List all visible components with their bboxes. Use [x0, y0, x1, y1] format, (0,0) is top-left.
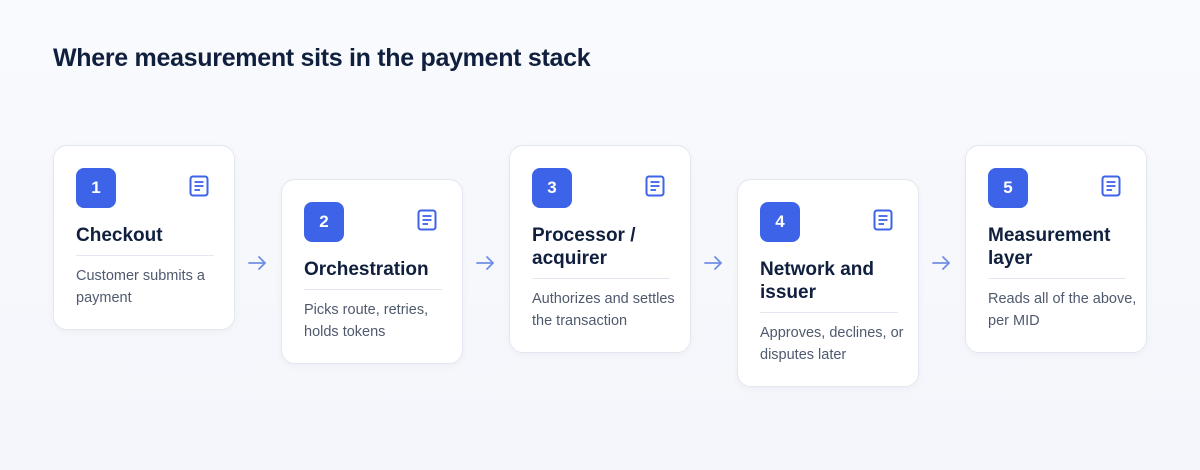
step-title: Measurement layer — [988, 224, 1126, 279]
step-card-network: 4 Network and issuer Approves, declines,… — [737, 179, 919, 387]
step-description: Approves, declines, or disputes later — [760, 325, 904, 363]
step-title: Checkout — [76, 224, 214, 256]
document-icon — [645, 175, 665, 197]
step-card-orchestration: 2 Orchestration Picks route, retries, ho… — [281, 179, 463, 364]
arrow-right-icon — [476, 256, 494, 270]
step-card-processor: 3 Processor / acquirer Authorizes and se… — [509, 145, 691, 353]
step-description: Customer submits a payment — [76, 268, 205, 306]
step-number-badge: 3 — [532, 168, 572, 208]
arrow-right-icon — [704, 256, 722, 270]
document-icon — [873, 209, 893, 231]
step-number-badge: 4 — [760, 202, 800, 242]
step-title: Orchestration — [304, 258, 442, 290]
document-icon — [189, 175, 209, 197]
step-number-badge: 2 — [304, 202, 344, 242]
document-icon — [1101, 175, 1121, 197]
step-number-badge: 1 — [76, 168, 116, 208]
page-title: Where measurement sits in the payment st… — [53, 44, 591, 72]
step-card-measurement: 5 Measurement layer Reads all of the abo… — [965, 145, 1147, 353]
step-card-checkout: 1 Checkout Customer submits a payment — [53, 145, 235, 330]
step-number-badge: 5 — [988, 168, 1028, 208]
arrow-right-icon — [932, 256, 950, 270]
step-title: Processor / acquirer — [532, 224, 670, 279]
step-description: Authorizes and settles the transaction — [532, 291, 675, 329]
arrow-right-icon — [248, 256, 266, 270]
step-description: Reads all of the above, per MID — [988, 291, 1137, 329]
step-title: Network and issuer — [760, 258, 898, 313]
document-icon — [417, 209, 437, 231]
step-description: Picks route, retries, holds tokens — [304, 302, 429, 340]
